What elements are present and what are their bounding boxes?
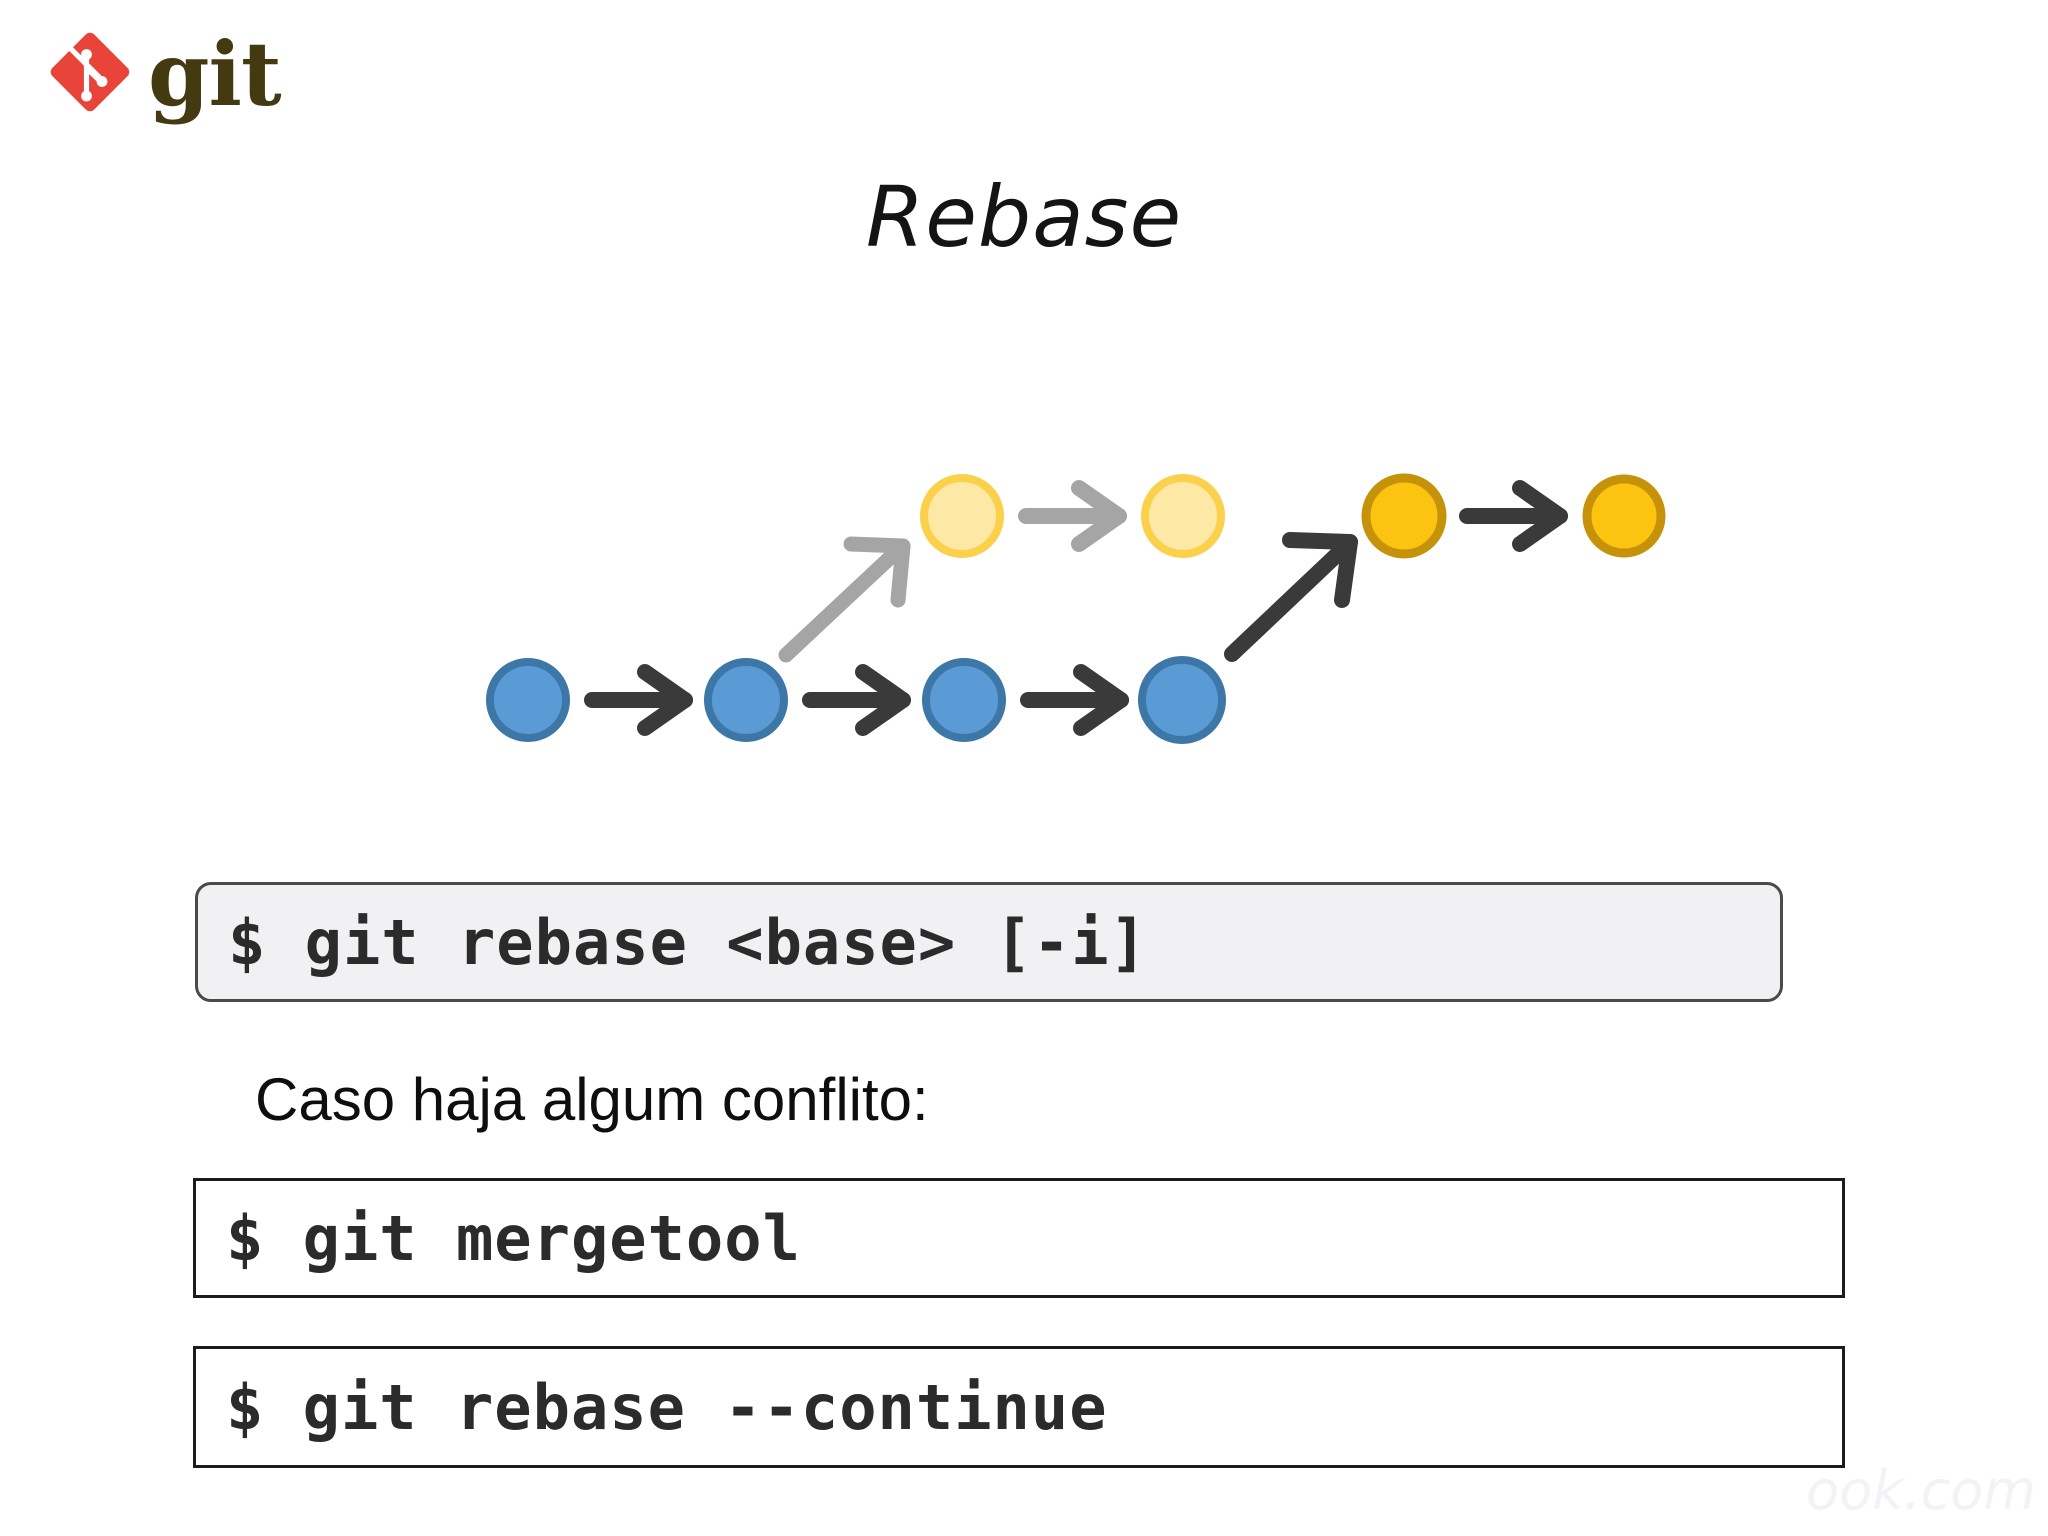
edge-b1-b2 — [584, 664, 693, 736]
commit-node-base-4 — [1138, 656, 1226, 744]
commit-node-base-3 — [922, 658, 1006, 742]
commit-node-rebased-2 — [1582, 474, 1666, 558]
commit-node-original-2 — [1141, 474, 1225, 558]
commit-node-rebased-1 — [1361, 473, 1447, 559]
code-box-rebase[interactable]: $ git rebase <base> [-i] — [195, 882, 1783, 1002]
code-box-rebase-continue[interactable]: $ git rebase --continue — [193, 1346, 1845, 1468]
edge-b2-b3 — [802, 664, 911, 736]
code-text-mergetool: $ git mergetool — [226, 1201, 801, 1275]
edge-g1-g2 — [1459, 480, 1568, 552]
watermark: ook.com — [1806, 1459, 2036, 1522]
code-text-rebase-continue: $ git rebase --continue — [226, 1370, 1108, 1444]
edge-b4-g1 — [1224, 532, 1358, 662]
git-logo: git — [40, 22, 300, 130]
commit-node-original-1 — [920, 474, 1004, 558]
code-box-mergetool[interactable]: $ git mergetool — [193, 1178, 1845, 1298]
git-logo-text: git — [148, 22, 282, 126]
git-diamond-logo-icon — [50, 32, 130, 112]
edge-b2-y1 — [778, 536, 911, 663]
commit-node-base-2 — [704, 658, 788, 742]
conflict-caption: Caso haja algum conflito: — [255, 1066, 929, 1133]
code-text-rebase: $ git rebase <base> [-i] — [228, 905, 1148, 979]
edge-b3-b4 — [1020, 664, 1129, 736]
commit-node-base-1 — [486, 658, 570, 742]
edge-y1-y2 — [1018, 480, 1127, 552]
commit-graph-diagram — [486, 473, 1666, 744]
page-title: Rebase — [865, 168, 1183, 266]
